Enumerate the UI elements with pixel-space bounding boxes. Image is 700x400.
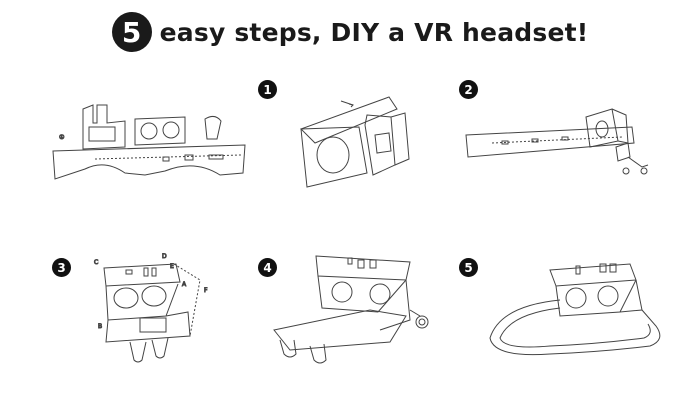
step-4-badge: 4 [258,258,277,277]
step-3-illustration: C D E F A B [90,250,220,370]
step-3-badge: 3 [52,258,71,277]
step-5-illustration [480,250,680,370]
step-4-illustration [270,250,440,370]
title-text: easy steps, DIY a VR headset! [159,17,589,47]
step-2-illustration [462,95,667,195]
step-1-illustration [295,95,425,195]
step-count-badge: 5 [111,12,152,52]
label-f: F [204,287,208,294]
label-d: D [162,253,167,260]
label-e: E [170,263,174,270]
label-c: C [94,259,98,266]
flat-template-illustration: ① [45,95,250,195]
label-b: B [98,323,102,330]
label-a: A [182,281,187,288]
template-label-a: ① [59,134,64,141]
page-title: 5 easy steps, DIY a VR headset! [0,10,700,54]
step-1-badge: 1 [258,80,277,99]
step-5-badge: 5 [459,258,478,277]
step-2-badge: 2 [459,80,478,99]
